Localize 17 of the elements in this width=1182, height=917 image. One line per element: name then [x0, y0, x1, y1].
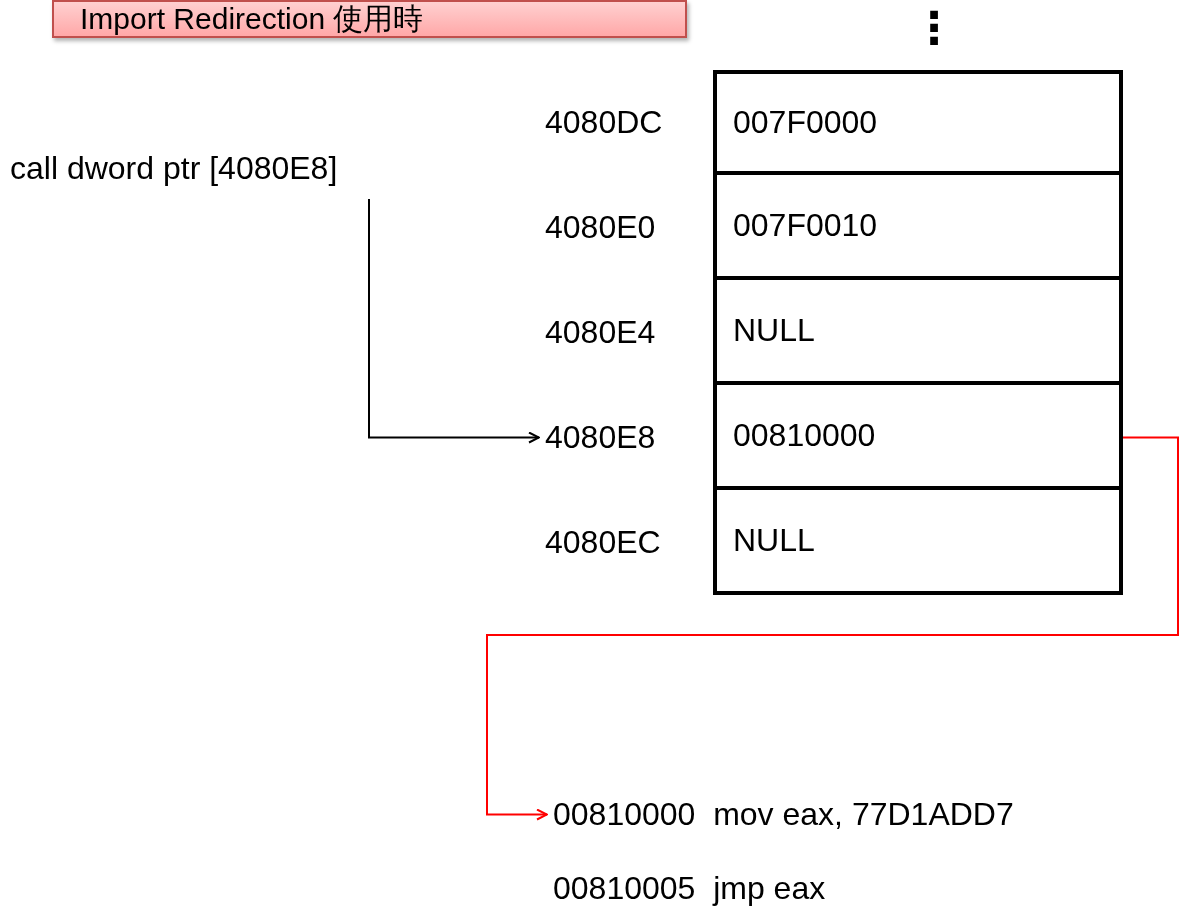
title-banner: Import Redirection 使用時: [52, 0, 687, 38]
code-text: call dword ptr [4080E8]: [10, 150, 338, 187]
memory-cell: 00810000: [713, 385, 1123, 490]
memory-cell: NULL: [713, 280, 1123, 385]
memory-cell: 007F0010: [713, 175, 1123, 280]
code-text: 00810000 mov eax, 77D1ADD7: [553, 796, 1014, 833]
address-label: 4080E8: [545, 419, 657, 456]
address-label: 4080E4: [545, 314, 657, 351]
address-label: 4080DC: [545, 104, 664, 141]
address-label: 4080E0: [545, 209, 657, 246]
arrow: [368, 198, 540, 444]
arrow: [486, 436, 1179, 821]
memory-cell: NULL: [713, 490, 1123, 595]
address-label: 4080EC: [545, 524, 662, 561]
ellipsis: ⋮: [912, 6, 956, 50]
memory-cell: 007F0000: [713, 70, 1123, 175]
code-text: 00810005 jmp eax: [553, 870, 826, 907]
